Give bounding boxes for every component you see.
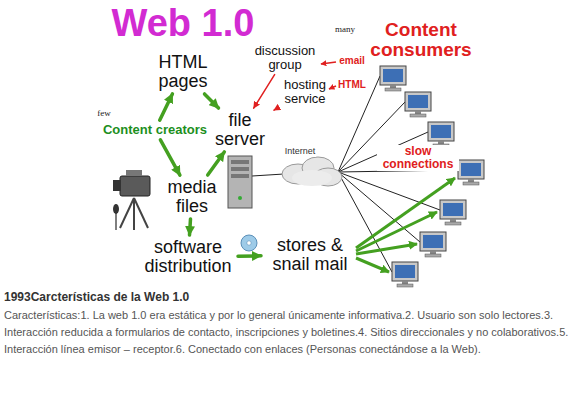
camera-handle [126, 170, 142, 176]
cd-disc [241, 235, 257, 251]
cloud-puff [292, 170, 332, 186]
text-node: file server [209, 111, 271, 149]
camera-body [120, 176, 150, 196]
annotation: many [335, 25, 355, 34]
cd-hole [247, 241, 251, 245]
flow-arrow [190, 219, 191, 235]
camera-icon [113, 170, 150, 230]
server-bay [231, 160, 249, 164]
wire [252, 174, 284, 176]
node-text: HTML pages [152, 53, 214, 91]
computer-icon [428, 122, 454, 147]
computer-icon [420, 232, 446, 257]
flow-arrow [160, 140, 180, 175]
text-node: HTML pages [152, 53, 214, 91]
server-led [238, 196, 242, 200]
html-arrow [329, 86, 336, 89]
node-text: file server [209, 111, 271, 149]
flow-arrow [208, 152, 225, 175]
protocol-label: email [338, 56, 366, 67]
server-icon [228, 156, 252, 208]
annotation: few [97, 109, 111, 118]
diagram-title: Web 1.0 [112, 4, 255, 44]
flow-arrow [254, 75, 275, 109]
computer-icon [380, 66, 406, 91]
network-label: Internet [284, 147, 317, 156]
computer-icon [405, 92, 431, 117]
text-node: stores & snail mail [264, 236, 356, 274]
node-text: media files [161, 178, 223, 216]
node-text: discussion group [251, 44, 319, 71]
delivery-arrow [356, 258, 389, 272]
computer-icon [458, 160, 484, 185]
email-arrow [321, 62, 336, 64]
delivery-arrows [356, 178, 455, 272]
tripod-leg [133, 198, 135, 230]
node-text: hosting service [279, 78, 331, 105]
cd-icon [241, 235, 257, 251]
text-node: hosting service [279, 78, 331, 105]
caption-heading: 1993Carcterísticas de la Web 1.0 [4, 291, 189, 304]
flow-arrow [238, 254, 261, 258]
wire [338, 172, 440, 210]
computer-icon [392, 262, 418, 287]
delivery-arrow [356, 244, 417, 254]
text-node: Content creators [103, 123, 207, 137]
node-text: software distribution [141, 238, 235, 276]
server-case [228, 156, 252, 208]
text-node: media files [161, 178, 223, 216]
tripod-leg [134, 198, 148, 228]
microphone-stand [115, 212, 117, 230]
node-text: stores & snail mail [264, 236, 356, 274]
server-bay [231, 167, 249, 171]
wire [338, 76, 380, 172]
caption-text: Características:1. La web 1.0 era estáti… [4, 307, 582, 358]
text-node: software distribution [141, 238, 235, 276]
network-label: slow connections [377, 145, 459, 170]
camera-lens [113, 180, 121, 191]
server-bay [231, 174, 249, 178]
flow-arrow [274, 109, 277, 111]
internet-cloud [282, 157, 342, 186]
flow-arrow [160, 94, 173, 120]
node-text: Content creators [103, 123, 207, 137]
computer-icon [440, 200, 466, 225]
microphone [113, 204, 119, 214]
protocol-label: HTML [337, 80, 367, 91]
text-node: discussion group [251, 44, 319, 71]
flow-arrow [205, 94, 219, 108]
tripod-leg [120, 198, 134, 228]
group-heading: Content consumers [368, 20, 474, 60]
